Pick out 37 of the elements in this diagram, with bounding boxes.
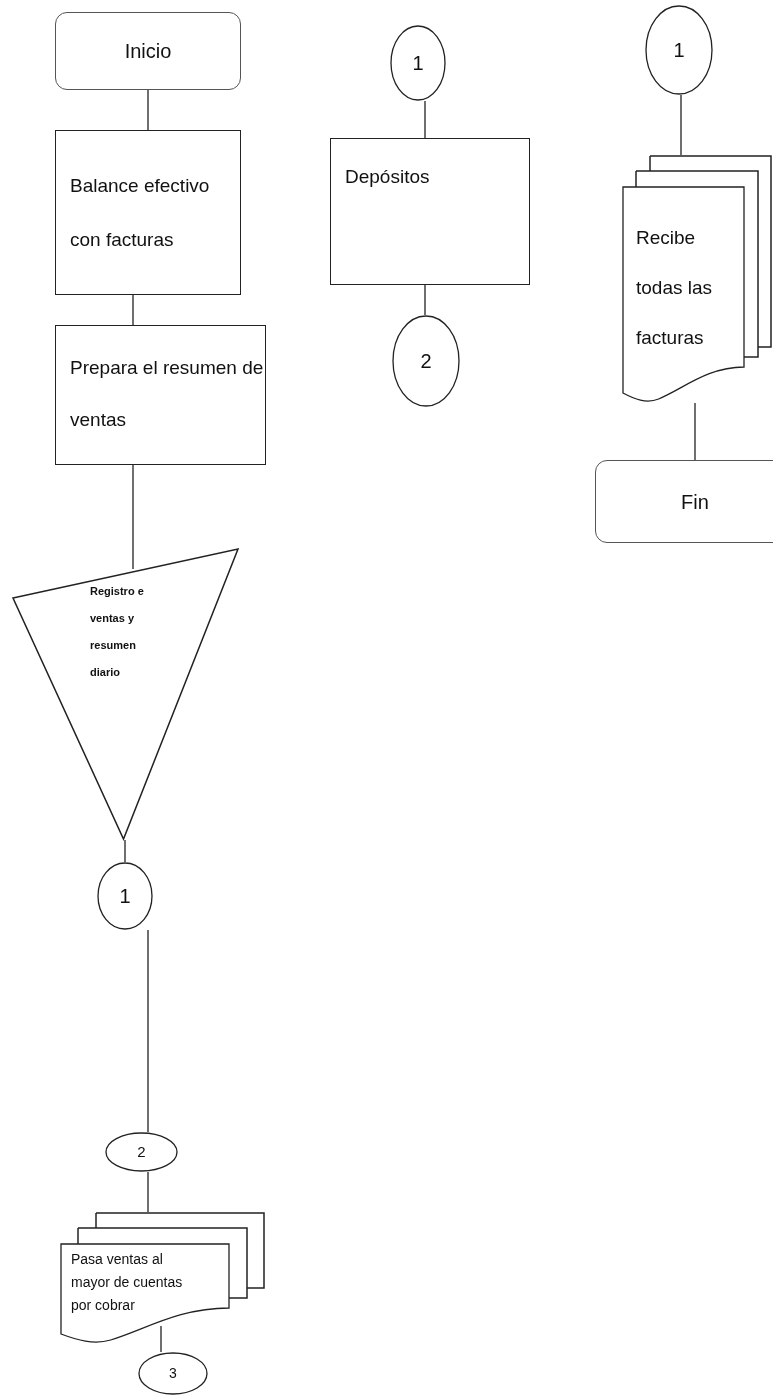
process-box — [55, 325, 266, 465]
node-text: Prepara el resumen de ventas — [69, 356, 265, 432]
connector-ellipse — [138, 1352, 208, 1395]
connector-circle — [392, 315, 460, 407]
node-text: 2 — [137, 1141, 146, 1162]
node-text: Registro e ventas y resumen diario — [90, 584, 145, 680]
node-text: 1 — [412, 51, 424, 76]
node-text: Balance efectivo con facturas — [69, 174, 211, 252]
node-text: 1 — [673, 38, 685, 63]
node-text: Inicio — [123, 39, 173, 64]
connector-line — [680, 94, 682, 156]
connector-line — [147, 89, 149, 131]
node-text: Depósitos — [344, 165, 431, 189]
terminal-box — [55, 12, 241, 90]
node-text: Fin — [680, 489, 710, 515]
terminal-box — [595, 460, 773, 543]
process-box — [55, 130, 241, 295]
connector-line — [147, 1171, 149, 1213]
node-text: 1 — [119, 884, 131, 909]
connector-circle — [390, 25, 446, 101]
connector-line — [147, 929, 149, 1133]
connector-line — [424, 100, 426, 139]
node-text: 2 — [420, 349, 432, 374]
connector-circle — [97, 862, 153, 930]
connector-line — [132, 294, 134, 326]
process-box — [330, 138, 530, 285]
node-text: 3 — [169, 1364, 177, 1383]
connector-line — [124, 839, 126, 863]
node-text: Pasa ventas al mayor de cuentas por cobrar — [71, 1250, 184, 1315]
connector-line — [694, 402, 696, 461]
merge-triangle — [12, 548, 239, 840]
connector-ellipse — [105, 1132, 178, 1172]
connector-line — [132, 464, 134, 570]
connector-line — [160, 1325, 162, 1353]
node-text: Recibe todas las facturas — [636, 226, 714, 350]
connector-circle — [645, 5, 713, 95]
connector-line — [424, 284, 426, 316]
